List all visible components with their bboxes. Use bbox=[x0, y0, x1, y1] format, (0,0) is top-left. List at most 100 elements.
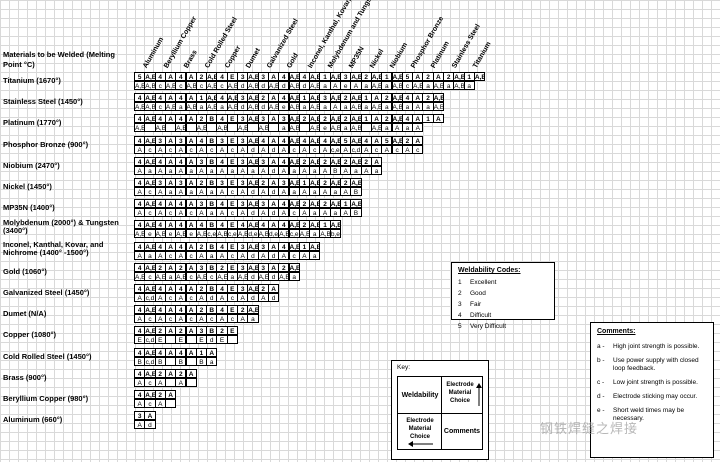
code-text: Very Difficult bbox=[470, 323, 507, 330]
key-divider-horizontal bbox=[398, 413, 482, 414]
row-label: Cold Rolled Steel (1450°) bbox=[3, 351, 92, 361]
rating-cell: A bbox=[412, 135, 424, 145]
comment-text: High joint strength is possible. bbox=[613, 343, 700, 350]
code-text: Fair bbox=[470, 301, 482, 308]
key-diagram: Weldability Electrode Material Choice El… bbox=[397, 376, 483, 450]
row-label: Phosphor Bronze (900°) bbox=[3, 139, 89, 149]
code-number: 4 bbox=[458, 312, 462, 319]
row-label: Galvanized Steel (1450°) bbox=[3, 288, 90, 297]
comment-text: Electrode sticking may occur. bbox=[613, 393, 698, 400]
code-item: 5 Very Difficult bbox=[458, 321, 548, 332]
watermark: 钢铁焊缝之焊接 bbox=[540, 421, 639, 436]
comment-letter: b - bbox=[597, 357, 605, 364]
key-weldability-label: Weldability bbox=[401, 392, 439, 399]
note-cell bbox=[226, 335, 238, 345]
note-cell: a bbox=[206, 356, 218, 366]
row-label: Nickel (1450°) bbox=[3, 182, 52, 191]
comment-text: Low joint strength is possible. bbox=[613, 379, 698, 386]
rating-cell: A bbox=[370, 156, 383, 166]
rating-cell: A bbox=[164, 390, 177, 399]
note-cell: A bbox=[412, 123, 424, 133]
key-comments-label: Comments bbox=[443, 428, 481, 435]
comment-letter: d - bbox=[597, 393, 605, 400]
comment-item: e - Short weld times may be necessary. bbox=[597, 407, 707, 423]
note-cell: d bbox=[144, 420, 156, 430]
rating-cell: A,B bbox=[309, 241, 321, 251]
row-label: Niobium (2470°) bbox=[3, 160, 60, 170]
note-cell: a bbox=[463, 81, 475, 90]
note-cell: a bbox=[288, 271, 300, 281]
row-label: Titanium (1670°) bbox=[3, 76, 61, 85]
note-cell: a bbox=[309, 250, 321, 260]
code-number: 1 bbox=[458, 279, 462, 286]
code-number: 5 bbox=[458, 323, 462, 330]
key-electrode-bottom-label: Electrode Material Choice bbox=[406, 418, 434, 440]
row-label: Aluminum (660°) bbox=[3, 415, 63, 425]
comment-item: b - Use power supply with closed loop fee… bbox=[597, 357, 707, 373]
rating-cell: A bbox=[144, 411, 156, 421]
rating-cell: A,E bbox=[288, 262, 300, 272]
comment-item: c - Low joint strength is possible. bbox=[597, 379, 707, 387]
codes-list: 1 Excellent 2 Good 3 Fair 4 Difficult 5 Very Diff… bbox=[458, 277, 548, 332]
comment-letter: e - bbox=[597, 407, 605, 414]
note-cell: d bbox=[267, 293, 280, 302]
comment-item: d - Electrode sticking may occur. bbox=[597, 393, 707, 401]
code-item: 4 Difficult bbox=[458, 310, 548, 321]
rating-cell: A bbox=[267, 284, 280, 293]
code-text: Excellent bbox=[470, 279, 497, 286]
arrow-left-icon bbox=[408, 441, 433, 447]
code-text: Difficult bbox=[470, 312, 492, 319]
comments-box: Comments: a - High joint strength is poss… bbox=[590, 322, 714, 458]
row-label: Brass (900°) bbox=[3, 372, 47, 382]
note-cell: B bbox=[350, 208, 362, 218]
row-label: Dumet (N/A) bbox=[3, 309, 47, 319]
rating-cell: A,B bbox=[432, 93, 444, 103]
note-cell: a bbox=[370, 165, 383, 175]
row-label: MP35N (1400°) bbox=[3, 203, 55, 213]
rating-cell: E bbox=[226, 326, 238, 336]
row-label: Molybdenum (2000°) & Tungsten (3400°) bbox=[3, 218, 119, 236]
row-label: Copper (1080°) bbox=[3, 330, 57, 340]
code-number: 3 bbox=[458, 301, 462, 308]
note-cell: b,e bbox=[329, 229, 341, 239]
note-cell: B bbox=[350, 187, 362, 196]
note-cell bbox=[185, 377, 197, 387]
materials-header-title: Materials to be Welded (Melting Point °C… bbox=[3, 50, 115, 69]
comments-title: Comments: bbox=[597, 328, 636, 335]
code-number: 2 bbox=[458, 290, 462, 297]
note-cell bbox=[164, 399, 177, 408]
note-cell: c bbox=[412, 144, 424, 154]
rating-cell: A,B bbox=[350, 199, 362, 209]
codes-title: Weldability Codes: bbox=[458, 267, 521, 274]
comment-item: a - High joint strength is possible. bbox=[597, 343, 707, 351]
key-electrode-top-label: Electrode Material Choice bbox=[446, 382, 474, 404]
rating-cell: A,B bbox=[247, 305, 259, 315]
code-text: Good bbox=[470, 290, 486, 297]
rating-cell: A,B bbox=[350, 178, 362, 187]
row-label: Beryllium Copper (980°) bbox=[3, 394, 89, 403]
arrow-up-icon bbox=[476, 383, 482, 406]
row-label: Platinum (1770°) bbox=[3, 118, 62, 128]
weldability-codes-box: Weldability Codes: 1 Excellent 2 Good 3 Fair 4… bbox=[451, 262, 555, 330]
code-item: 2 Good bbox=[458, 288, 548, 299]
comment-text: Short weld times may be necessary. bbox=[613, 407, 685, 422]
note-cell: a bbox=[247, 314, 259, 324]
rating-cell: A bbox=[185, 368, 197, 378]
rating-cell: A,B bbox=[473, 72, 486, 81]
code-item: 3 Fair bbox=[458, 299, 548, 310]
comments-list: a - High joint strength is possible. b - Us… bbox=[597, 343, 707, 423]
key-title: Key: bbox=[397, 364, 411, 371]
comment-text: Use power supply with closed loop feedba… bbox=[613, 357, 699, 372]
row-label: Inconel, Kanthal, Kovar, and Nichrome (1… bbox=[3, 239, 104, 257]
comment-letter: c - bbox=[597, 379, 605, 386]
rating-cell: A bbox=[206, 347, 218, 357]
key-box: Key: Weldability Electrode Material Choi… bbox=[391, 360, 489, 460]
rating-cell: A,B bbox=[329, 220, 341, 230]
code-item: 1 Excellent bbox=[458, 277, 548, 288]
rating-cell: A bbox=[432, 114, 444, 124]
note-cell: A,B bbox=[432, 102, 444, 112]
comment-letter: a - bbox=[597, 343, 605, 350]
row-label: Gold (1060°) bbox=[3, 266, 47, 276]
row-label: Stainless Steel (1450°) bbox=[3, 97, 83, 107]
